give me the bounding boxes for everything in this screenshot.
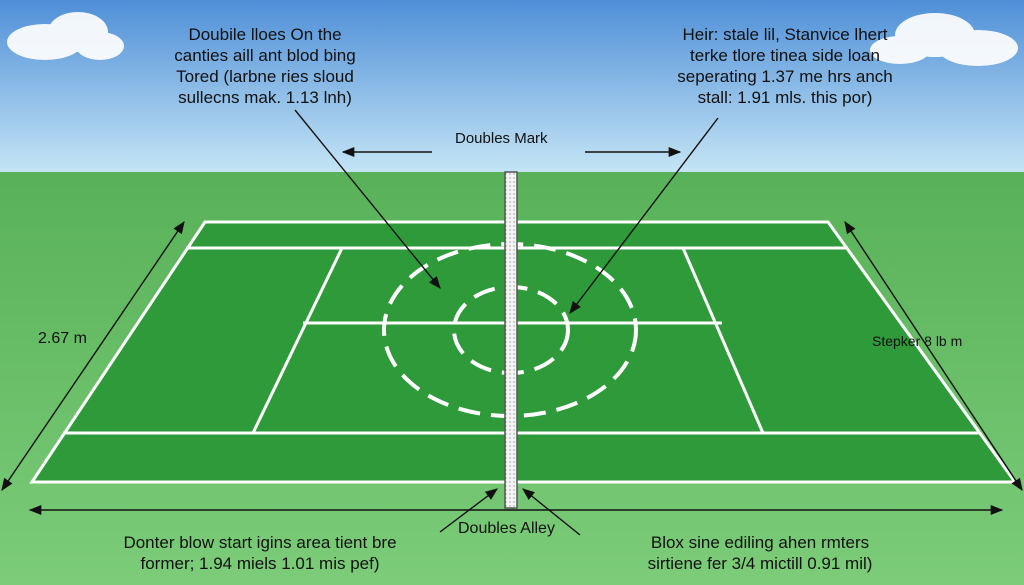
court-surface bbox=[32, 222, 1015, 482]
annotation-line: canties aill ant blod bing bbox=[174, 46, 356, 65]
annotation-line: Heir: stale lil, Stanvice lhert bbox=[682, 25, 888, 44]
doubles-mark-label: Doubles Mark bbox=[455, 130, 548, 147]
doubles-alley-label: Doubles Alley bbox=[458, 520, 555, 537]
annotation-line: Blox sine ediling ahen rmters bbox=[650, 533, 870, 552]
annotation-bottom-right: Blox sine ediling ahen rmters sirtiene f… bbox=[590, 532, 930, 574]
cloud-right bbox=[870, 13, 1018, 66]
annotation-top-left: Doubile lloes On the canties aill ant bl… bbox=[140, 24, 390, 108]
annotation-line: sullecns mak. 1.13 lnh) bbox=[178, 88, 352, 107]
annotation-line: sirtiene fer 3/4 mictill 0.91 mil) bbox=[647, 554, 873, 573]
sky bbox=[0, 0, 1024, 175]
annotation-line: Tored (larbne ries sloud bbox=[176, 67, 354, 86]
annotation-line: Donter blow start igins area tient bre bbox=[123, 533, 397, 552]
annotation-line: stall: 1.91 mls. this por) bbox=[697, 88, 873, 107]
annotation-bottom-left: Donter blow start igins area tient bre f… bbox=[70, 532, 450, 574]
annotation-line: seperating 1.37 me hrs anch bbox=[677, 67, 893, 86]
annotation-line: former; 1.94 miels 1.01 mis pef) bbox=[140, 554, 380, 573]
right-dimension-label: Stepker 8 lb m bbox=[872, 333, 963, 349]
annotation-arrows bbox=[1, 109, 1023, 536]
annotation-top-right: Heir: stale lil, Stanvice lhert terke tl… bbox=[650, 24, 920, 108]
cloud-left bbox=[7, 12, 124, 60]
annotation-line: terke tlore tinea side loan bbox=[690, 46, 880, 65]
annotation-line: Doubile lloes On the bbox=[188, 25, 342, 44]
net-post bbox=[504, 171, 518, 509]
left-dimension-label: 2.67 m bbox=[38, 330, 87, 347]
